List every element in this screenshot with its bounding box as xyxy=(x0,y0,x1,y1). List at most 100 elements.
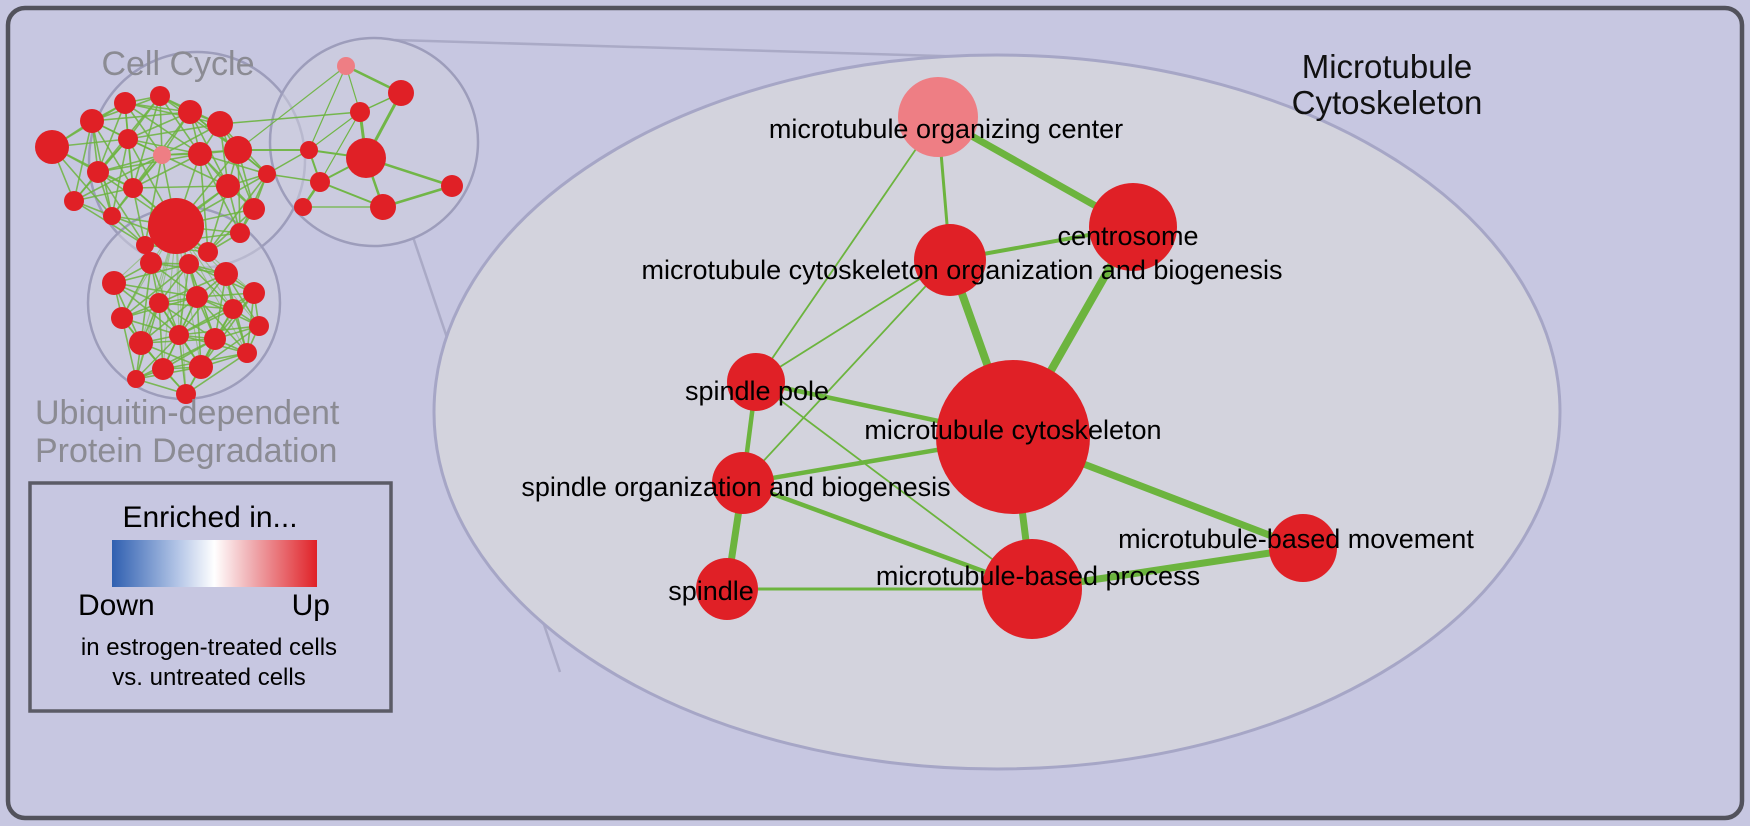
zoom-node-mt_org xyxy=(914,224,986,296)
zoom-node-mt_movement xyxy=(1269,514,1337,582)
mini-edge xyxy=(97,171,146,246)
cell-cycle-network-node xyxy=(148,198,204,254)
ubiquitin-network-node xyxy=(223,299,243,319)
cell-cycle-network-node xyxy=(153,146,171,164)
cell-cycle-network-node xyxy=(198,242,218,262)
zoom-edge-mt_org-spindle_org xyxy=(742,259,951,484)
mini-edge xyxy=(124,102,201,155)
ubiquitin-network-node xyxy=(140,252,162,274)
cell-cycle-network-node xyxy=(80,109,104,133)
mini-edge xyxy=(97,153,201,173)
mini-edge xyxy=(73,120,93,202)
zoom-node-label-spindle: spindle xyxy=(668,576,754,606)
microtubule-small-network-node xyxy=(300,141,318,159)
ubiquitin-network-node xyxy=(186,286,208,308)
ubiquitin-network-node xyxy=(204,328,226,350)
legend-caption-line2: vs. untreated cells xyxy=(112,664,305,691)
zoom-connector-line xyxy=(394,38,976,59)
microtubule-small-network-node xyxy=(294,198,312,216)
zoom-node-label-mt_cytoskeleton: microtubule cytoskeleton xyxy=(864,415,1161,445)
legend-caption-line1: in estrogen-treated cells xyxy=(81,634,337,661)
mini-edge xyxy=(158,302,164,370)
zoom-node-label-mtoc: microtubule organizing center xyxy=(769,114,1123,144)
legend-gradient-bar xyxy=(112,540,317,587)
mini-edge xyxy=(175,225,187,395)
ubiquitin-network-node xyxy=(111,307,133,329)
zoom-node-mtoc xyxy=(898,77,978,157)
mini-edge xyxy=(308,65,347,151)
mini-edge xyxy=(97,102,126,173)
cell-cycle-network-node xyxy=(188,142,212,166)
ubiquitin-network-node xyxy=(176,384,196,404)
microtubule-small-network-node xyxy=(350,102,370,122)
microtubule-small-network-node xyxy=(337,57,355,75)
mini-edge xyxy=(178,292,255,336)
zoomed-cluster-network: microtubule organizing center centrosome m… xyxy=(521,77,1474,639)
mini-edge xyxy=(237,65,347,151)
ubiquitin-network-node xyxy=(249,316,269,336)
microtubule-small-network-node xyxy=(346,138,386,178)
zoom-node-spindle xyxy=(696,558,758,620)
cell-cycle-network-node xyxy=(207,111,233,137)
cell-cycle-network-node xyxy=(224,136,252,164)
ubiquitin-network-node xyxy=(149,293,169,313)
zoom-edge-spindle_pole-mt_process xyxy=(755,381,1033,590)
zoom-node-mt_process xyxy=(982,539,1082,639)
mini-network-clusters xyxy=(35,36,480,404)
cell-cycle-label: Cell Cycle xyxy=(101,45,254,83)
cell-cycle-network-node xyxy=(35,130,69,164)
ubiquitin-network-node xyxy=(129,331,153,355)
cell-cycle-network-node xyxy=(258,165,276,183)
microtubule-small-network-node xyxy=(370,194,396,220)
zoom-node-mt_cytoskeleton xyxy=(936,360,1090,514)
cell-cycle-network-node xyxy=(136,236,154,254)
mini-edge xyxy=(135,334,180,380)
zoom-node-label-mt_process: microtubule-based process xyxy=(876,561,1200,591)
mini-edge xyxy=(127,123,221,140)
mini-edge xyxy=(140,262,152,344)
zoom-node-label-mt_org: microtubule cytoskeleton organization an… xyxy=(642,255,1283,285)
legend-down-label: Down xyxy=(78,589,155,622)
cell-cycle-network-node xyxy=(178,100,202,124)
cell-cycle-network-node xyxy=(87,161,109,183)
ubiquitin-label-line1: Ubiquitin-dependent xyxy=(35,394,340,432)
legend-title: Enriched in... xyxy=(122,501,297,534)
zoom-edge-mtoc-spindle_pole xyxy=(755,116,939,383)
mini-edge xyxy=(132,153,201,189)
ubiquitin-network-node xyxy=(243,282,265,304)
cell-cycle-network-node xyxy=(123,178,143,198)
zoom-node-label-mt_movement: microtubule-based movement xyxy=(1118,524,1474,554)
cell-cycle-network-node xyxy=(150,86,170,106)
microtubule-small-network-node xyxy=(310,172,330,192)
cell-cycle-network-node xyxy=(216,174,240,198)
zoom-node-label-centrosome: centrosome xyxy=(1057,221,1198,251)
ubiquitin-label-line2: Protein Degradation xyxy=(35,432,337,470)
figure-title-line2: Cytoskeleton xyxy=(1292,84,1483,121)
legend-box xyxy=(28,481,393,713)
zoom-edge-mt_org-spindle_pole xyxy=(755,259,951,383)
mini-edge xyxy=(132,95,161,189)
cell-cycle-network-node xyxy=(64,191,84,211)
zoom-node-label-spindle_pole: spindle pole xyxy=(685,376,829,406)
mini-edge xyxy=(219,111,361,125)
legend: Enriched in... Down Up in estrogen-treat… xyxy=(28,481,393,713)
zoom-node-spindle_pole xyxy=(727,353,785,411)
mini-edge xyxy=(140,296,198,344)
cell-cycle-network-node xyxy=(103,207,121,225)
zoom-node-centrosome xyxy=(1089,183,1177,271)
zoom-node-label-spindle_org: spindle organization and biogenesis xyxy=(521,472,950,502)
mini-edge xyxy=(135,338,216,380)
ubiquitin-network-node xyxy=(152,358,174,380)
zoom-node-spindle_org xyxy=(712,452,774,514)
legend-up-label: Up xyxy=(292,589,330,622)
mini-edge xyxy=(185,352,248,395)
mini-edge xyxy=(97,154,163,173)
mini-edge xyxy=(308,111,361,151)
ubiquitin-network-node xyxy=(127,370,145,388)
ubiquitin-network-node xyxy=(102,271,126,295)
mini-edge xyxy=(73,187,134,202)
microtubule-small-network-node xyxy=(441,175,463,197)
mini-edge xyxy=(113,282,180,336)
